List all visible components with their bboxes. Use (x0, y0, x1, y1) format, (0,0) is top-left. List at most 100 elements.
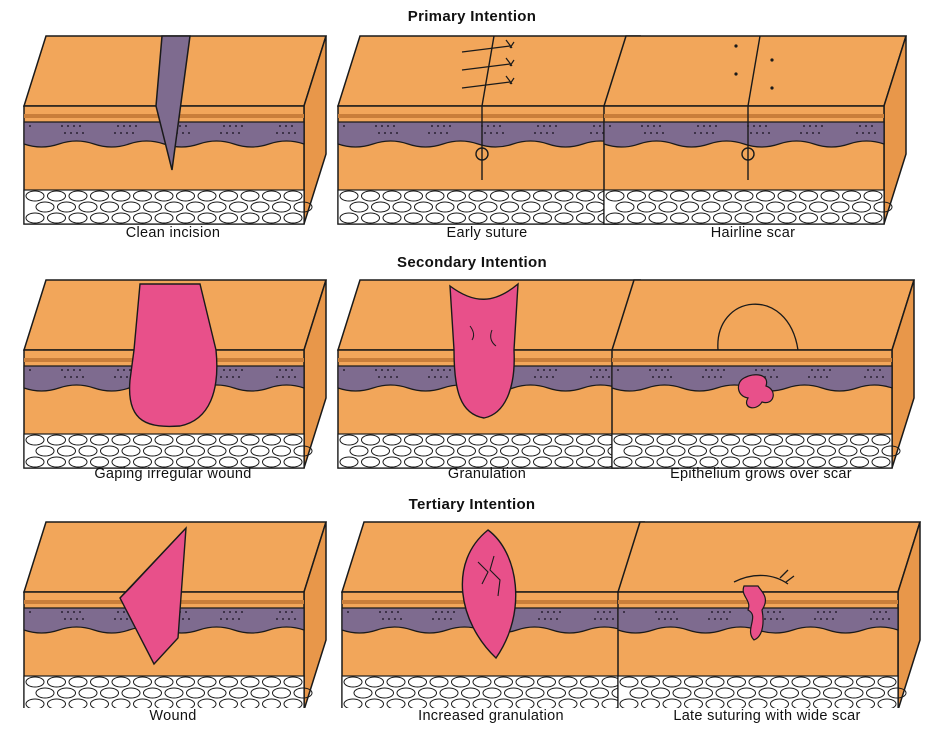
dermis-dot (73, 369, 75, 371)
fat-cell (684, 676, 703, 688)
dermis-dot (550, 618, 552, 620)
dermis-dot (126, 376, 128, 378)
fat-cell (361, 190, 380, 202)
late-suture (733, 569, 795, 585)
dermis-dot (384, 376, 386, 378)
dermis-layer (337, 121, 619, 148)
dermis-dot (829, 611, 831, 613)
fat-cell (533, 190, 552, 202)
fat-cell (742, 434, 762, 446)
dermis-dot (820, 618, 822, 620)
fat-cell (468, 212, 488, 224)
dermis-dot (729, 611, 731, 613)
dermis-dot (179, 125, 181, 127)
fat-cell (418, 687, 437, 699)
dermis-dot (438, 618, 440, 620)
fat-cell (785, 434, 805, 446)
fat-cell (873, 201, 893, 213)
fat-cell (823, 687, 842, 699)
fat-cell (515, 676, 535, 688)
dermis-dot (220, 376, 222, 378)
dermis-dot (703, 125, 705, 127)
dermis-dot (761, 369, 763, 371)
skin-block-clean-incision (22, 35, 328, 225)
dermis-dot (449, 369, 451, 371)
fat-cell (47, 698, 66, 708)
fat-cell (111, 456, 131, 468)
fat-cell (293, 687, 313, 699)
fat-cell (525, 687, 545, 699)
fat-cell (361, 434, 380, 446)
dermis-dot (823, 369, 825, 371)
dermis-dot (437, 369, 439, 371)
dermis-dot (229, 125, 231, 127)
fat-cell (842, 212, 861, 224)
fat-cell (468, 434, 488, 446)
dermis-dot (603, 611, 605, 613)
dermis-dot (70, 376, 72, 378)
fat-cell (57, 687, 76, 699)
fat-cell (770, 698, 789, 708)
suture-stitch (461, 75, 515, 89)
fat-cell (670, 190, 689, 202)
fat-cell (404, 456, 423, 468)
dermis-dot (705, 369, 707, 371)
dermis-dot (185, 611, 187, 613)
dermis-dot (879, 369, 881, 371)
fat-cell (468, 190, 488, 202)
fat-cell (490, 434, 509, 446)
fat-cell (662, 698, 682, 708)
top-surface (602, 35, 908, 107)
fat-cell (386, 698, 406, 708)
fat-cell (229, 445, 248, 457)
dermis-dot (726, 618, 728, 620)
dermis-dot (864, 376, 866, 378)
fat-cell (186, 687, 205, 699)
top-surface (616, 521, 922, 593)
fat-cell (382, 456, 402, 468)
dermis-dot (432, 618, 434, 620)
dermis-dot (593, 369, 595, 371)
dermis-dot (776, 376, 778, 378)
fat-cell (580, 676, 599, 688)
fat-cell (425, 434, 445, 446)
dermis-dot (552, 132, 554, 134)
dermis-dot (117, 611, 119, 613)
fat-cell (678, 434, 697, 446)
fat-cell (656, 434, 676, 446)
dermis-dot (67, 369, 69, 371)
fat-cell (339, 434, 359, 446)
fat-cell (468, 456, 488, 468)
dermis-dot (617, 369, 619, 371)
fat-cell (90, 676, 109, 688)
dermis-dot (387, 125, 389, 127)
fat-cell (396, 687, 416, 699)
dermis-dot (862, 132, 864, 134)
fat-cell (219, 698, 238, 708)
dermis-dot (375, 369, 377, 371)
dermis-dot (384, 132, 386, 134)
dermis-dot (817, 611, 819, 613)
fat-cell (111, 212, 131, 224)
side-surface (303, 521, 327, 708)
fat-cell (100, 201, 119, 213)
dermis-dot (874, 132, 876, 134)
skin-block-wound (22, 521, 328, 708)
fat-cell (627, 212, 646, 224)
dermis-dot (547, 611, 549, 613)
fat-cell (651, 687, 670, 699)
fat-cell (186, 445, 205, 457)
dermis-dot (609, 125, 611, 127)
fat-cell (748, 698, 768, 708)
dermis-dot (232, 618, 234, 620)
caption-increased-granulation: Increased granulation (418, 708, 564, 724)
fat-cell (856, 698, 875, 708)
dermis-dot (282, 618, 284, 620)
dermis-dot (381, 125, 383, 127)
fat-cell (694, 687, 713, 699)
fat-cell (78, 687, 98, 699)
dermis-dot (879, 611, 881, 613)
dermis-dot (870, 618, 872, 620)
fat-cell (844, 687, 864, 699)
dermis-dot (499, 125, 501, 127)
